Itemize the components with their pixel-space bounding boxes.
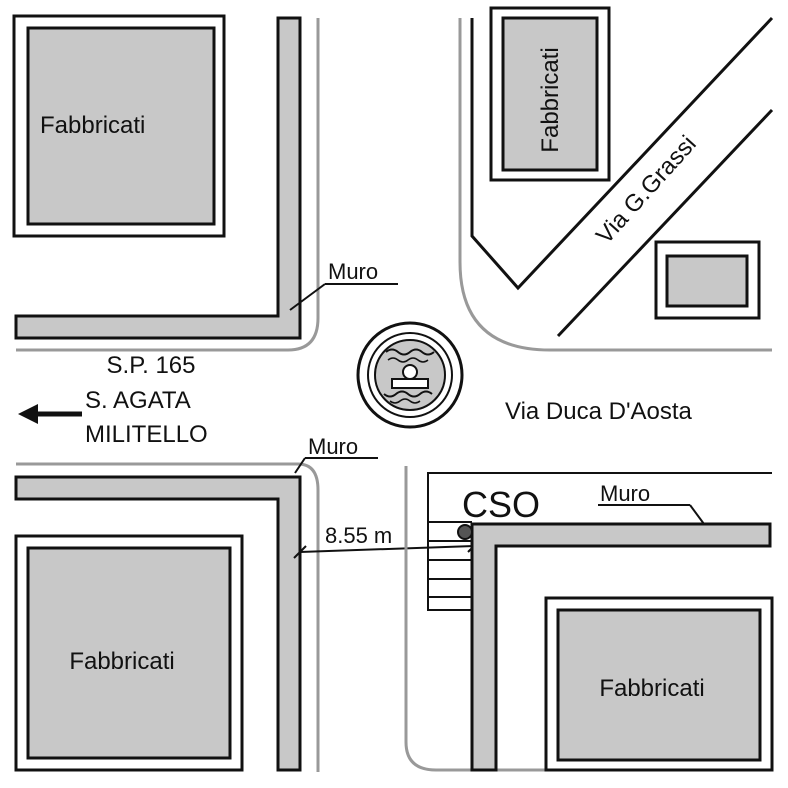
wall-bottom-right: [470, 522, 772, 772]
building-label-bottom-left: Fabbricati: [69, 648, 174, 675]
wall-label-top: Muro: [328, 259, 378, 284]
building-bottom-right: [544, 596, 774, 772]
road-label-sp165: S.P. 165: [107, 352, 196, 379]
destination-label-line2: MILITELLO: [85, 421, 208, 448]
building-label-bottom-right: Fabbricati: [599, 675, 704, 702]
wall-callout-top: [289, 283, 398, 311]
station-marker-icon: [457, 524, 473, 540]
fountain-icon: [383, 348, 435, 404]
road-edge-bottom-left: [16, 462, 320, 772]
wall-top-left: [14, 16, 302, 340]
building-label-top-right: Fabbricati: [537, 47, 564, 152]
road-edge-top-left: [16, 18, 320, 352]
wall-label-middle: Muro: [308, 434, 358, 459]
stairs: [428, 521, 472, 598]
building-bottom-left: [14, 534, 244, 772]
road-label-via-duca: Via Duca D'Aosta: [505, 398, 693, 425]
distance-label: 8.55 m: [325, 523, 392, 548]
building-small-right: [654, 240, 761, 320]
road-edge-top-right: [458, 18, 772, 352]
wall-label-bottom-right: Muro: [600, 481, 650, 506]
wall-bottom-left: [14, 475, 302, 772]
building-label-top-left: Fabbricati: [40, 112, 145, 139]
destination-label-line1: S. AGATA: [85, 387, 191, 414]
road-edge-bottom-right: [404, 466, 772, 772]
wall-callout-bottom-right: [598, 504, 705, 525]
station-label: CSO: [462, 484, 540, 525]
direction-arrow-icon: [18, 404, 82, 424]
building-top-right: [489, 6, 611, 182]
wall-callout-middle: [294, 457, 378, 474]
building-top-left: [12, 14, 226, 238]
road-via-grassi: [470, 16, 774, 338]
